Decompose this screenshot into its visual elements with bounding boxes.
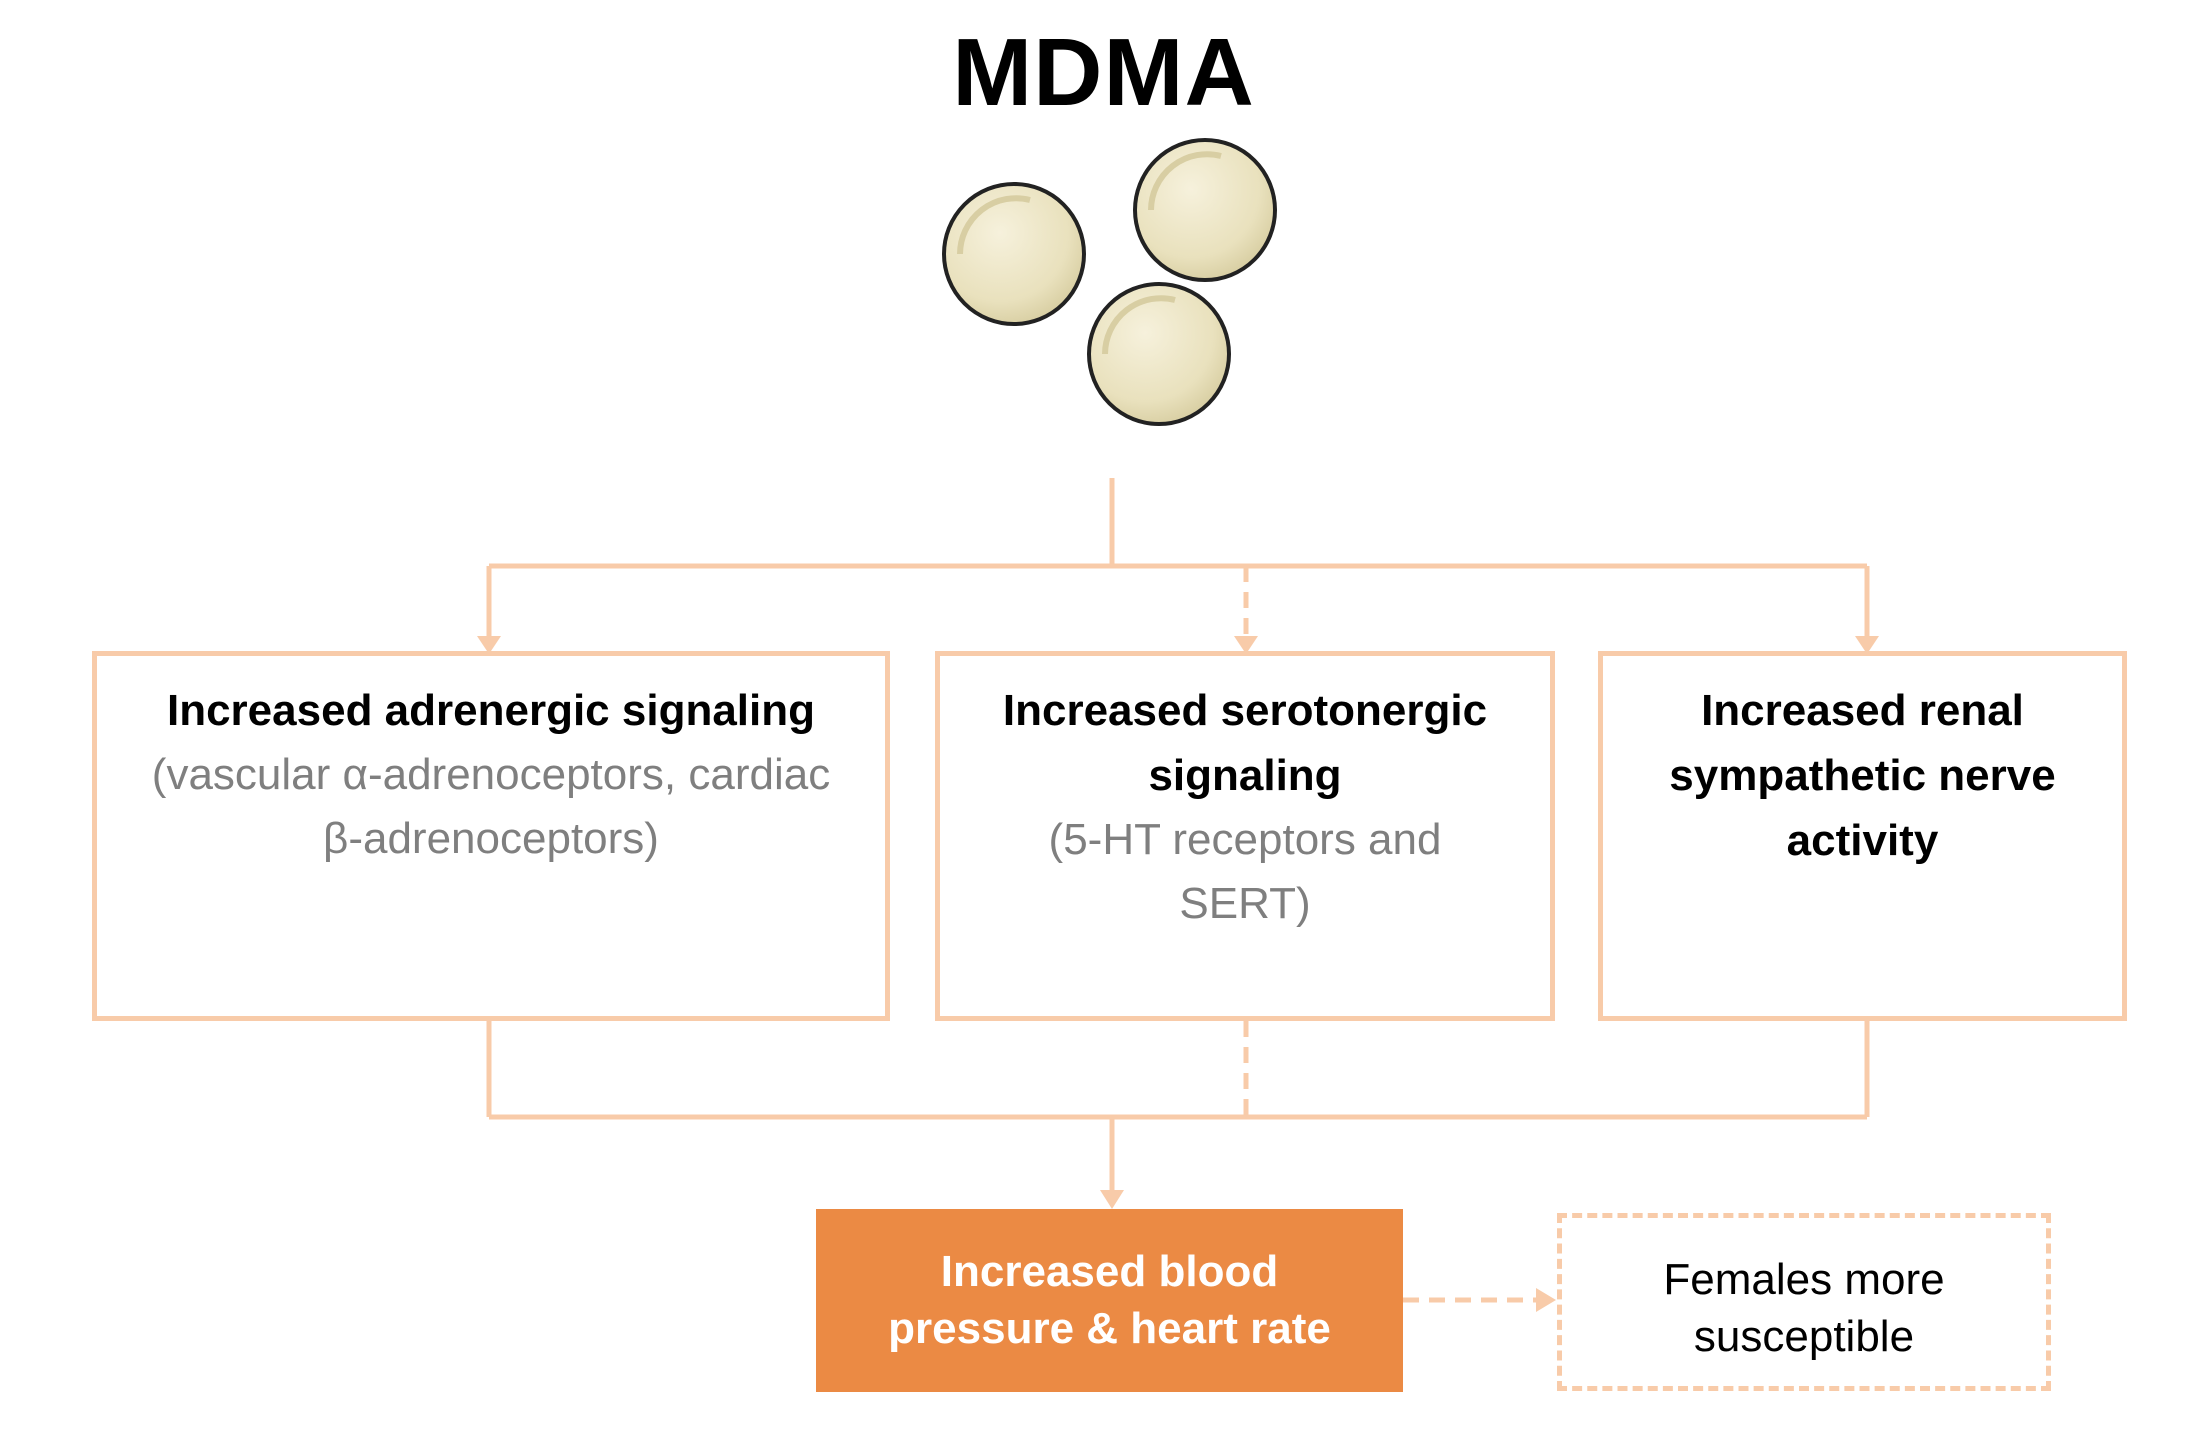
outcome-line2: pressure & heart rate [888,1304,1331,1353]
females-line1: Females more [1663,1255,1945,1304]
serotonergic-detail-line2: SERT) [1179,879,1311,928]
renal-heading-line3: activity [1786,816,1939,865]
outcome-box: Increased blood pressure & heart rate [816,1209,1403,1392]
connector-lines [486,478,1870,1303]
adrenergic-detail-line1: (vascular α-adrenoceptors, cardiac [151,750,831,799]
adrenergic-signaling-box: Increased adrenergic signaling (vascular… [92,651,890,1021]
adrenergic-heading: Increased adrenergic signaling [166,686,815,735]
arrowheads [477,636,1879,1312]
females-note-box: Females more susceptible [1557,1213,2051,1391]
adrenergic-detail-line2: β-adrenoceptors) [323,814,659,863]
renal-heading-line2: sympathetic nerve [1669,751,2056,800]
diagram-title: MDMA [952,19,1255,126]
serotonergic-heading-line2: signaling [1148,751,1342,800]
outcome-line1: Increased blood [940,1247,1279,1296]
renal-heading-line1: Increased renal [1701,686,2024,735]
pill-icon [1087,282,1231,426]
pill-icon [942,182,1086,326]
serotonergic-heading-line1: Increased serotonergic [1002,686,1488,735]
serotonergic-signaling-box: Increased serotonergic signaling (5-HT r… [935,651,1555,1021]
serotonergic-detail-line1: (5-HT receptors and [1048,815,1442,864]
females-line2: susceptible [1693,1312,1915,1361]
renal-activity-box: Increased renal sympathetic nerve activi… [1598,651,2127,1021]
pill-icon [1133,138,1277,282]
